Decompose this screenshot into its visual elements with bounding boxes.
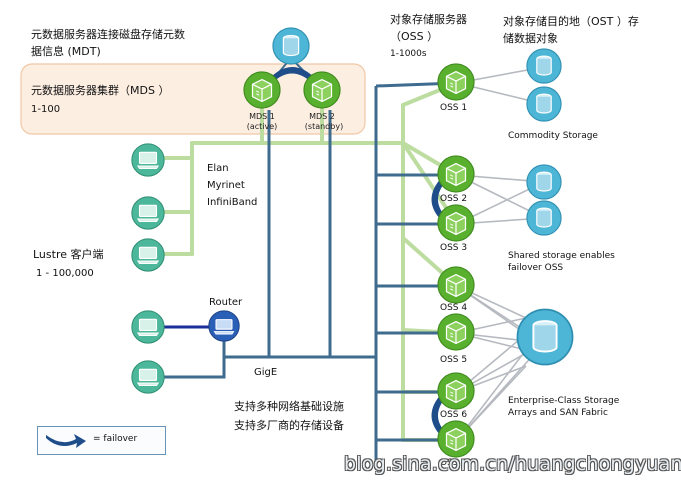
oss-title-line1: 对象存储服务器: [390, 13, 467, 26]
enterprise-storage-line1: Enterprise-Class Storage: [508, 396, 620, 406]
client-5-icon: [131, 360, 165, 394]
oss1-server-icon: [437, 63, 475, 101]
client-4-icon: [131, 310, 165, 344]
ost-title-line2: 储数据对象: [503, 32, 558, 45]
commodity-storage-label: Commodity Storage: [508, 131, 598, 141]
mdt-caption-line1: 元数据服务器连接磁盘存储元数: [31, 28, 185, 41]
net-infiniband-label: InfiniBand: [207, 197, 258, 208]
mds2-name: MDS 2: [309, 112, 335, 121]
ost-title-line1: 对象存储目的地（OST ）存: [503, 15, 639, 28]
router-icon: [208, 310, 240, 342]
mds1-server-icon: [243, 71, 281, 109]
support-line1: 支持多种网络基础设施: [234, 400, 344, 413]
oss2-server-icon: [437, 155, 475, 193]
oss6-label: OSS 6: [440, 410, 468, 420]
mds-cluster-label: 元数据服务器集群（MDS ）: [31, 84, 170, 97]
oss4-label: OSS 4: [440, 303, 468, 313]
mds1-name: MDS 1: [249, 112, 275, 121]
mds-count-label: 1-100: [31, 104, 61, 115]
mds1-state: (active): [246, 122, 278, 131]
clients-title: Lustre 客户端: [33, 248, 104, 261]
legend-label: = failover: [93, 434, 138, 444]
mdt-caption-line2: 据信息 (MDT): [31, 45, 101, 58]
mds2-server-icon: [303, 71, 341, 109]
ost-commodity-2-icon: [526, 86, 562, 122]
gige-label: GigE: [254, 367, 278, 378]
oss-count-label: 1-1000s: [390, 49, 427, 59]
oss4-server-icon: [437, 266, 475, 304]
failover-arrows: [268, 66, 453, 443]
oss2-label: OSS 2: [440, 194, 468, 204]
client-2-icon: [131, 196, 165, 230]
net-elan-label: Elan: [207, 163, 229, 174]
mds2-state: (standby): [304, 122, 344, 131]
oss3-label: OSS 3: [440, 243, 468, 253]
enterprise-storage-line2: Arrays and SAN Fabric: [508, 408, 608, 418]
oss3-server-icon: [437, 204, 475, 242]
watermark-text: blog.sina.com.cn/huangchongyuan: [344, 453, 681, 475]
oss-title-line2: （OSS ）: [390, 30, 439, 43]
ost-commodity-1-icon: [526, 48, 562, 84]
oss7-label: OSS 7: [440, 458, 468, 468]
oss5-server-icon: [437, 313, 475, 351]
client-3-icon: [131, 238, 165, 272]
mds-cluster-box: [20, 63, 366, 135]
ost-shared-2-icon: [526, 200, 562, 236]
client-1-icon: [131, 143, 165, 177]
oss1-label: OSS 1: [440, 103, 468, 113]
failover-arrow-icon: [46, 434, 86, 448]
router-label: Router: [209, 297, 243, 308]
oss5-label: OSS 5: [440, 355, 468, 365]
mdt-storage-icon: [272, 27, 310, 65]
ost-enterprise-icon: [516, 308, 574, 366]
legend-box: = failover: [37, 426, 166, 455]
shared-storage-line2: failover OSS: [508, 263, 564, 273]
clients-count: 1 - 100,000: [36, 268, 94, 279]
oss6-server-icon: [437, 372, 475, 410]
shared-storage-line1: Shared storage enables: [508, 251, 615, 261]
ost-shared-1-icon: [526, 164, 562, 200]
oss7-server-icon: [437, 420, 475, 458]
net-myrinet-label: Myrinet: [207, 180, 245, 191]
highspeed-network-links: [162, 81, 459, 442]
support-line2: 支持多厂商的存储设备: [234, 419, 344, 432]
